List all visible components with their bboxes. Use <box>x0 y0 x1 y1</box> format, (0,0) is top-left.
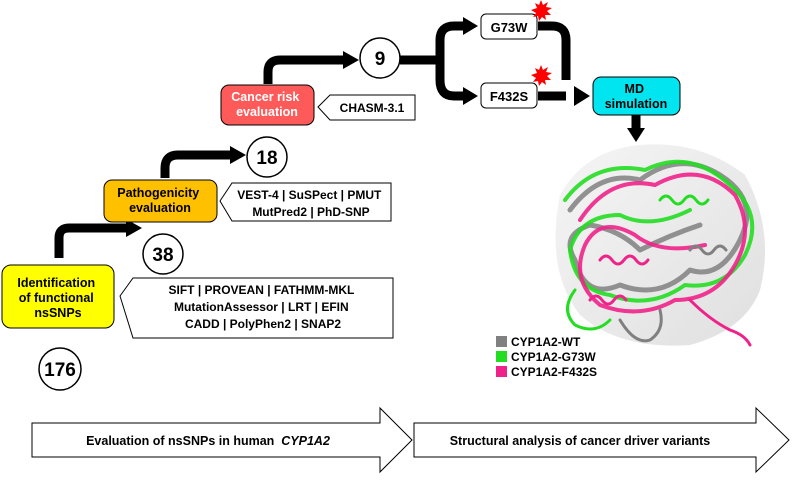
svg-text:Evaluation of nsSNPs in human: Evaluation of nsSNPs in human CYP1A2 <box>86 434 330 448</box>
mutation-star-icon <box>531 0 552 21</box>
ribbon-g73w-loop <box>566 288 612 331</box>
bottom-arrow-left: Evaluation of nsSNPs in human CYP1A2 <box>31 406 413 474</box>
ribbon-wt-loop <box>618 308 663 343</box>
arrowhead-to-38 <box>126 219 142 237</box>
step-label-line: evaluation <box>129 201 191 215</box>
legend: CYP1A2-WT CYP1A2-G73W CYP1A2-F432S <box>496 335 597 379</box>
ribbon-f432s-tail <box>688 298 752 347</box>
protein-structure-image <box>555 144 765 347</box>
md-label-line: simulation <box>605 97 668 111</box>
ribbon-helix <box>598 254 650 266</box>
mutation-star-icon <box>531 65 552 86</box>
flow-arrow-176-to-38 <box>54 223 128 258</box>
legend-label: CYP1A2-WT <box>511 335 581 349</box>
step-label-line: evaluation <box>236 105 298 119</box>
variant-label: G73W <box>491 20 529 35</box>
svg-text:VEST-4 | SuSPect | PMUT: VEST-4 | SuSPect | PMUT MutPred2 | PhD-S… <box>237 188 384 219</box>
ribbon-helix <box>588 294 628 306</box>
legend-swatch-wt <box>496 336 507 347</box>
step-box-pathogenicity <box>103 179 218 223</box>
md-box-shape <box>592 76 681 116</box>
count-value: 9 <box>375 49 386 70</box>
tools-line: CHASM-3.1 <box>340 101 405 115</box>
svg-text:SIFT | PROVEAN | FATHMM-MKL: SIFT | PROVEAN | FATHMM-MKL MutationAsse… <box>169 283 358 331</box>
count-circle-shape <box>246 136 288 178</box>
legend-swatch-f432s <box>496 366 507 377</box>
count-circle-shape <box>359 37 401 79</box>
count-value: 176 <box>44 360 76 381</box>
count-circle-9: 9 <box>359 37 401 79</box>
ribbon-helix <box>688 244 728 256</box>
callout-shape <box>219 182 392 222</box>
tools-line: MutationAssessor | LRT | EFIN <box>174 300 349 314</box>
tools-callout-identification: SIFT | PROVEAN | FATHMM-MKL MutationAsse… <box>119 277 394 339</box>
ribbon-wt <box>567 161 750 293</box>
count-value: 38 <box>152 245 173 266</box>
ribbon-f432s <box>578 172 747 314</box>
tools-line: MutPred2 | PhD-SNP <box>252 205 369 219</box>
count-circle-shape <box>142 233 184 275</box>
flow-arrow-18-to-9 <box>263 55 345 84</box>
step-label-line: nsSNPs <box>34 306 81 320</box>
count-circle-shape <box>38 347 82 391</box>
branch-upper-arrow <box>435 21 465 60</box>
svg-text:Identification of functi: Identification of functional nsSNPs <box>17 276 98 320</box>
callout-shape <box>119 277 394 339</box>
bottom-arrow-right-text: Structural analysis of cancer driver var… <box>450 434 711 448</box>
tools-line: CADD | PolyPhen2 | SNAP2 <box>185 317 341 331</box>
merge-upper-line <box>538 21 571 80</box>
step-label-line: Cancer risk <box>231 90 299 104</box>
count-circle-18: 18 <box>246 136 288 178</box>
ribbon-helix <box>658 194 710 206</box>
arrowhead-to-18 <box>230 146 246 164</box>
arrowheads <box>126 17 645 237</box>
variant-label: F432S <box>490 89 529 104</box>
flow-arrow-38-to-18 <box>160 150 232 178</box>
svg-text:Cancer risk evaluation: Cancer risk evaluation <box>231 90 303 119</box>
tools-line: SIFT | PROVEAN | FATHMM-MKL <box>169 283 355 297</box>
count-value: 18 <box>256 148 277 169</box>
arrowhead-to-structure <box>627 128 645 142</box>
step-label-line: Identification <box>17 276 95 290</box>
ribbon-g73w <box>563 159 755 303</box>
block-arrow-shape <box>31 406 413 474</box>
tools-callout-pathogenicity: VEST-4 | SuSPect | PMUT MutPred2 | PhD-S… <box>219 182 392 222</box>
step-pathogenicity: Pathogenicity evaluation <box>103 179 218 223</box>
arrowhead-to-md <box>574 86 590 106</box>
branch-lower-arrow <box>435 60 465 101</box>
count-circle-176: 176 <box>38 347 82 391</box>
callout-shape <box>317 94 416 121</box>
tools-callout-cancer-risk: CHASM-3.1 <box>317 94 416 121</box>
step-label-line: of functional <box>19 291 94 305</box>
svg-text:MD simulation: MD simulation <box>605 82 668 111</box>
step-box-cancer-risk <box>220 84 315 126</box>
arrowhead-to-f432s <box>463 87 478 105</box>
step-label-line: Pathogenicity <box>117 186 199 200</box>
legend-swatch-g73w <box>496 351 507 362</box>
variant-box-shape <box>480 82 538 109</box>
variant-box-f432s: F432S <box>480 82 538 109</box>
flow-arrows <box>54 21 641 258</box>
md-label-line: MD <box>625 82 644 96</box>
variant-box-g73w: G73W <box>480 13 538 40</box>
block-arrow-shape <box>413 406 790 474</box>
bottom-arrow-right: Structural analysis of cancer driver var… <box>413 406 790 474</box>
step-identification: Identification of functional nsSNPs <box>1 264 115 329</box>
tools-line: VEST-4 | SuSPect | PMUT <box>237 188 382 202</box>
step-cancer-risk: Cancer risk evaluation <box>220 84 315 126</box>
legend-label: CYP1A2-G73W <box>511 350 596 364</box>
count-circle-38: 38 <box>142 233 184 275</box>
md-simulation-box: MD simulation <box>592 76 681 116</box>
legend-label: CYP1A2-F432S <box>511 365 597 379</box>
bottom-arrow-left-text: Evaluation of nsSNPs in human <box>86 434 278 448</box>
bottom-arrow-left-italic: CYP1A2 <box>281 434 330 448</box>
arrowhead-to-9 <box>343 51 359 69</box>
arrowhead-to-g73w <box>463 17 478 35</box>
svg-text:Pathogenicity evaluation: Pathogenicity evaluation <box>117 186 202 215</box>
variant-box-shape <box>480 13 538 40</box>
step-box-identification <box>1 264 115 329</box>
